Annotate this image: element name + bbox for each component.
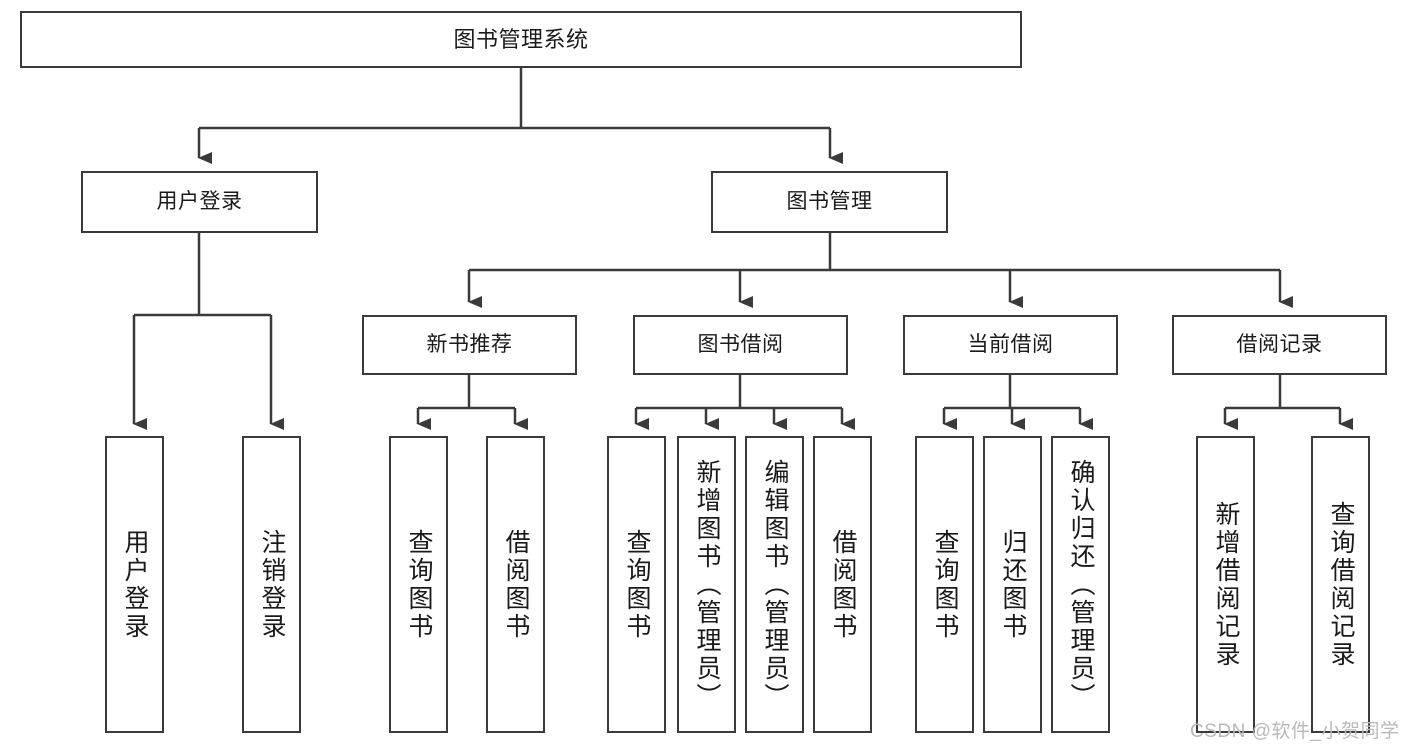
node-current-borrow[interactable]: 当前借阅 [903,315,1118,375]
leaf-borrow-record-0-label: 新增借阅记录 [1212,500,1240,669]
leaf-current-borrow-0-label: 查询图书 [931,528,959,641]
node-root-label: 图书管理系统 [453,26,589,52]
leaf-book-borrow-1-label: 新增图书（管理员） [693,458,721,711]
leaf-book-borrow-3[interactable]: 借阅图书 [813,436,872,733]
node-new-book-recommend[interactable]: 新书推荐 [362,315,577,375]
leaf-current-borrow-0[interactable]: 查询图书 [915,436,974,733]
csdn-watermark-text: CSDN @软件_小贺同学 [1190,721,1400,742]
node-root[interactable]: 图书管理系统 [20,11,1022,68]
node-book-borrow-label: 图书借阅 [697,332,784,356]
node-user-login-label: 用户登录 [156,189,243,213]
node-new-book-recommend-label: 新书推荐 [426,332,513,356]
leaf-current-borrow-2-label: 确认归还（管理员） [1067,458,1095,711]
leaf-user-login-0-label: 用户登录 [121,528,149,641]
leaf-book-borrow-3-label: 借阅图书 [829,528,857,641]
leaf-new-book-recommend-1[interactable]: 借阅图书 [486,436,545,733]
node-borrow-record-label: 借阅记录 [1236,332,1323,356]
leaf-current-borrow-2[interactable]: 确认归还（管理员） [1051,436,1110,733]
leaf-borrow-record-0[interactable]: 新增借阅记录 [1196,436,1255,733]
leaf-book-borrow-0[interactable]: 查询图书 [607,436,666,733]
leaf-current-borrow-1[interactable]: 归还图书 [983,436,1042,733]
node-borrow-record[interactable]: 借阅记录 [1172,315,1387,375]
leaf-user-login-0[interactable]: 用户登录 [105,436,164,733]
leaf-user-login-1-label: 注销登录 [258,528,286,641]
leaf-book-borrow-1[interactable]: 新增图书（管理员） [677,436,736,733]
leaf-user-login-1[interactable]: 注销登录 [242,436,301,733]
leaf-book-borrow-2-label: 编辑图书（管理员） [761,458,789,711]
leaf-borrow-record-1[interactable]: 查询借阅记录 [1311,436,1370,733]
leaf-new-book-recommend-1-label: 借阅图书 [502,528,530,641]
leaf-new-book-recommend-0[interactable]: 查询图书 [389,436,448,733]
leaf-new-book-recommend-0-label: 查询图书 [405,528,433,641]
node-user-login[interactable]: 用户登录 [81,171,318,233]
leaf-book-borrow-0-label: 查询图书 [623,528,651,641]
node-book-borrow[interactable]: 图书借阅 [633,315,848,375]
node-current-borrow-label: 当前借阅 [967,332,1054,356]
leaf-current-borrow-1-label: 归还图书 [999,528,1027,641]
node-book-management[interactable]: 图书管理 [711,171,948,233]
node-book-management-label: 图书管理 [786,189,873,213]
csdn-watermark: CSDN @软件_小贺同学 [1190,716,1399,743]
leaf-book-borrow-2[interactable]: 编辑图书（管理员） [745,436,804,733]
leaf-borrow-record-1-label: 查询借阅记录 [1327,500,1355,669]
